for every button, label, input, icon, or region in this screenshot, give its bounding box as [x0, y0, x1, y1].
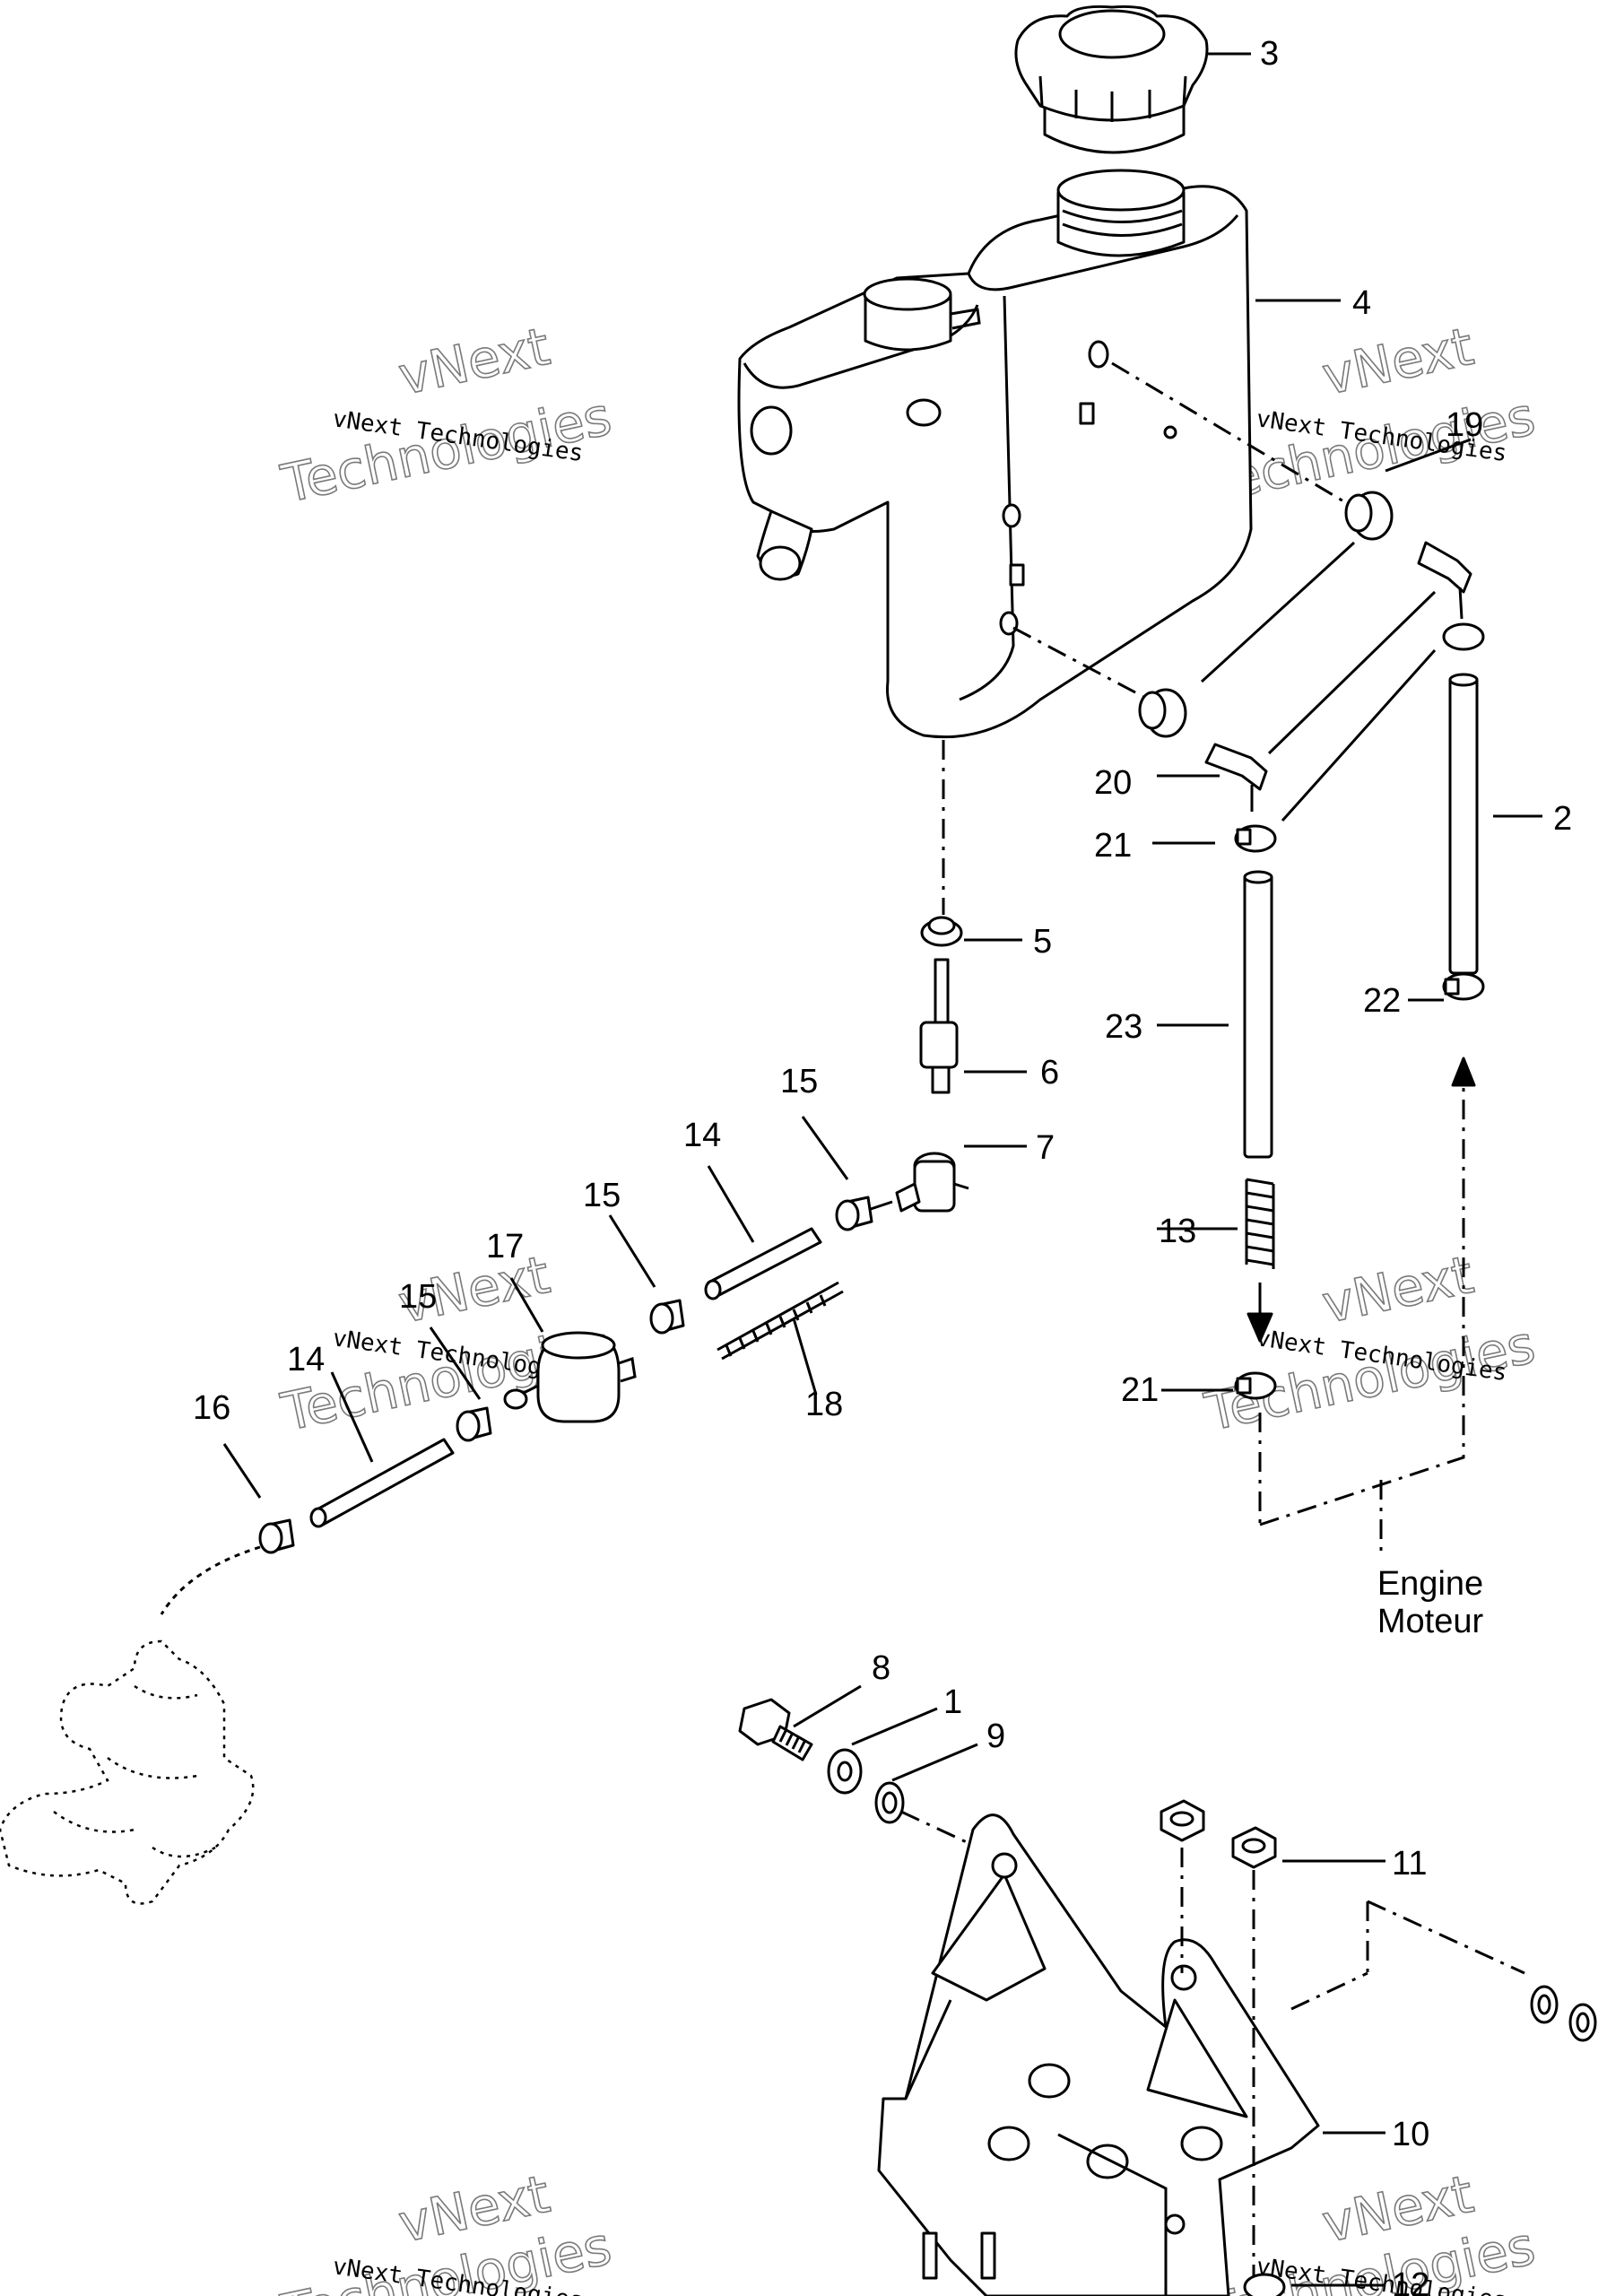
- part-elbow-fitting-19: [1417, 541, 1472, 620]
- callout-16: 16: [193, 1389, 230, 1427]
- part-cap: [1014, 5, 1209, 154]
- part-grommet-5: [920, 916, 963, 947]
- connector-19-20: [1200, 541, 1356, 683]
- part-clamp-15-mid: [649, 1299, 685, 1335]
- arrow-down-head: [1247, 1312, 1273, 1343]
- part-bracket-10: [877, 1813, 1320, 2296]
- callout-19: 19: [1446, 406, 1483, 444]
- watermark-bottom-right: vNext Technologies vNext Technologies: [1199, 2162, 1541, 2296]
- callout-14-lower: 14: [287, 1341, 325, 1378]
- part-oil-tank: [737, 169, 1253, 739]
- arrow-up-head: [1451, 1057, 1476, 1087]
- callout-15-low: 15: [399, 1278, 437, 1316]
- part-clamp-upper-2: [1442, 622, 1485, 651]
- watermark-bottom-left: vNext Technologies vNext Technologies: [275, 2162, 617, 2296]
- part-washer-1: [827, 1748, 863, 1795]
- part-nut-11-left: [1160, 1799, 1205, 1842]
- part-bolt-8: [738, 1698, 813, 1761]
- part-elbow-fitting-20: [1204, 743, 1268, 812]
- watermark-big-vnext: vNext: [394, 316, 555, 407]
- callout-4: 4: [1352, 284, 1371, 322]
- callout-7: 7: [1036, 1129, 1055, 1167]
- part-clamp-15-low: [456, 1406, 492, 1442]
- callout-15-top: 15: [780, 1063, 818, 1100]
- part-hose-23: [1243, 870, 1273, 1159]
- fuel-line-to-carb: [160, 1545, 261, 1615]
- part-grommet-20: [1138, 688, 1187, 738]
- callout-14-upper: 14: [683, 1117, 721, 1154]
- callout-6: 6: [1040, 1054, 1059, 1091]
- callout-10: 10: [1392, 2116, 1429, 2153]
- part-filter-17: [503, 1331, 637, 1423]
- part-pickup-6: [919, 958, 959, 1094]
- watermark-big-vnext: vNext: [1317, 1244, 1479, 1335]
- callout-23: 23: [1105, 1008, 1142, 1046]
- callout-8: 8: [872, 1649, 890, 1687]
- engine-label-line1: Engine: [1377, 1565, 1483, 1603]
- part-hose-2: [1448, 673, 1479, 975]
- callout-11: 11: [1392, 1845, 1427, 1883]
- part-valve-7: [895, 1152, 969, 1213]
- callout-15-mid: 15: [583, 1177, 621, 1214]
- callout-3: 3: [1260, 35, 1279, 73]
- centerline-bolt: [900, 1810, 969, 1845]
- part-lockwasher-9: [874, 1781, 905, 1824]
- part-washer-12: [1243, 2273, 1286, 2296]
- part-clamp-22: [1442, 972, 1485, 1001]
- part-spring-18: [717, 1281, 844, 1361]
- part-clamp-21-upper: [1234, 824, 1277, 853]
- part-spring-13: [1245, 1178, 1275, 1269]
- watermark-mid-right: vNext Technologies vNext Technologies: [1199, 1243, 1541, 1444]
- callout-21-upper: 21: [1094, 827, 1132, 865]
- callout-12: 12: [1392, 2266, 1429, 2296]
- part-clamp-16: [258, 1518, 295, 1554]
- connector-2b: [1281, 648, 1437, 822]
- watermark-big-vnext: vNext: [1317, 316, 1479, 407]
- route-to-engine: [1258, 1058, 1465, 1526]
- part-washers-right: [1530, 1985, 1597, 2042]
- part-nut-11: [1231, 1826, 1277, 1869]
- engine-label-line2: Moteur: [1377, 1603, 1484, 1640]
- callout-5: 5: [1033, 923, 1052, 961]
- watermark-top-left: vNext Technologies vNext Technologies: [275, 315, 617, 516]
- callout-21-lower: 21: [1121, 1371, 1159, 1409]
- callout-17: 17: [486, 1228, 524, 1265]
- centerline-tank-20: [1012, 626, 1167, 710]
- callout-9: 9: [986, 1718, 1005, 1755]
- part-clamp-21-lower: [1234, 1371, 1277, 1400]
- callout-2: 2: [1553, 800, 1572, 838]
- callout-18: 18: [805, 1386, 843, 1423]
- part-hose-14-upper: [704, 1227, 822, 1300]
- part-hose-14-lower: [309, 1438, 455, 1528]
- connector-2: [1267, 590, 1437, 755]
- callout-22: 22: [1363, 982, 1401, 1020]
- part-clamp-15-top: [835, 1196, 873, 1231]
- part-carburetor: [0, 1639, 255, 1905]
- leader-lines: [222, 52, 1542, 2287]
- centerline-tank-19: [1111, 361, 1346, 504]
- callout-13: 13: [1159, 1213, 1196, 1250]
- part-grommet-19: [1344, 491, 1394, 541]
- engine-label: Engine Moteur: [1377, 1565, 1484, 1640]
- callout-1: 1: [943, 1683, 962, 1721]
- centerline-washers-right: [1290, 1900, 1525, 2011]
- callout-20: 20: [1094, 764, 1132, 802]
